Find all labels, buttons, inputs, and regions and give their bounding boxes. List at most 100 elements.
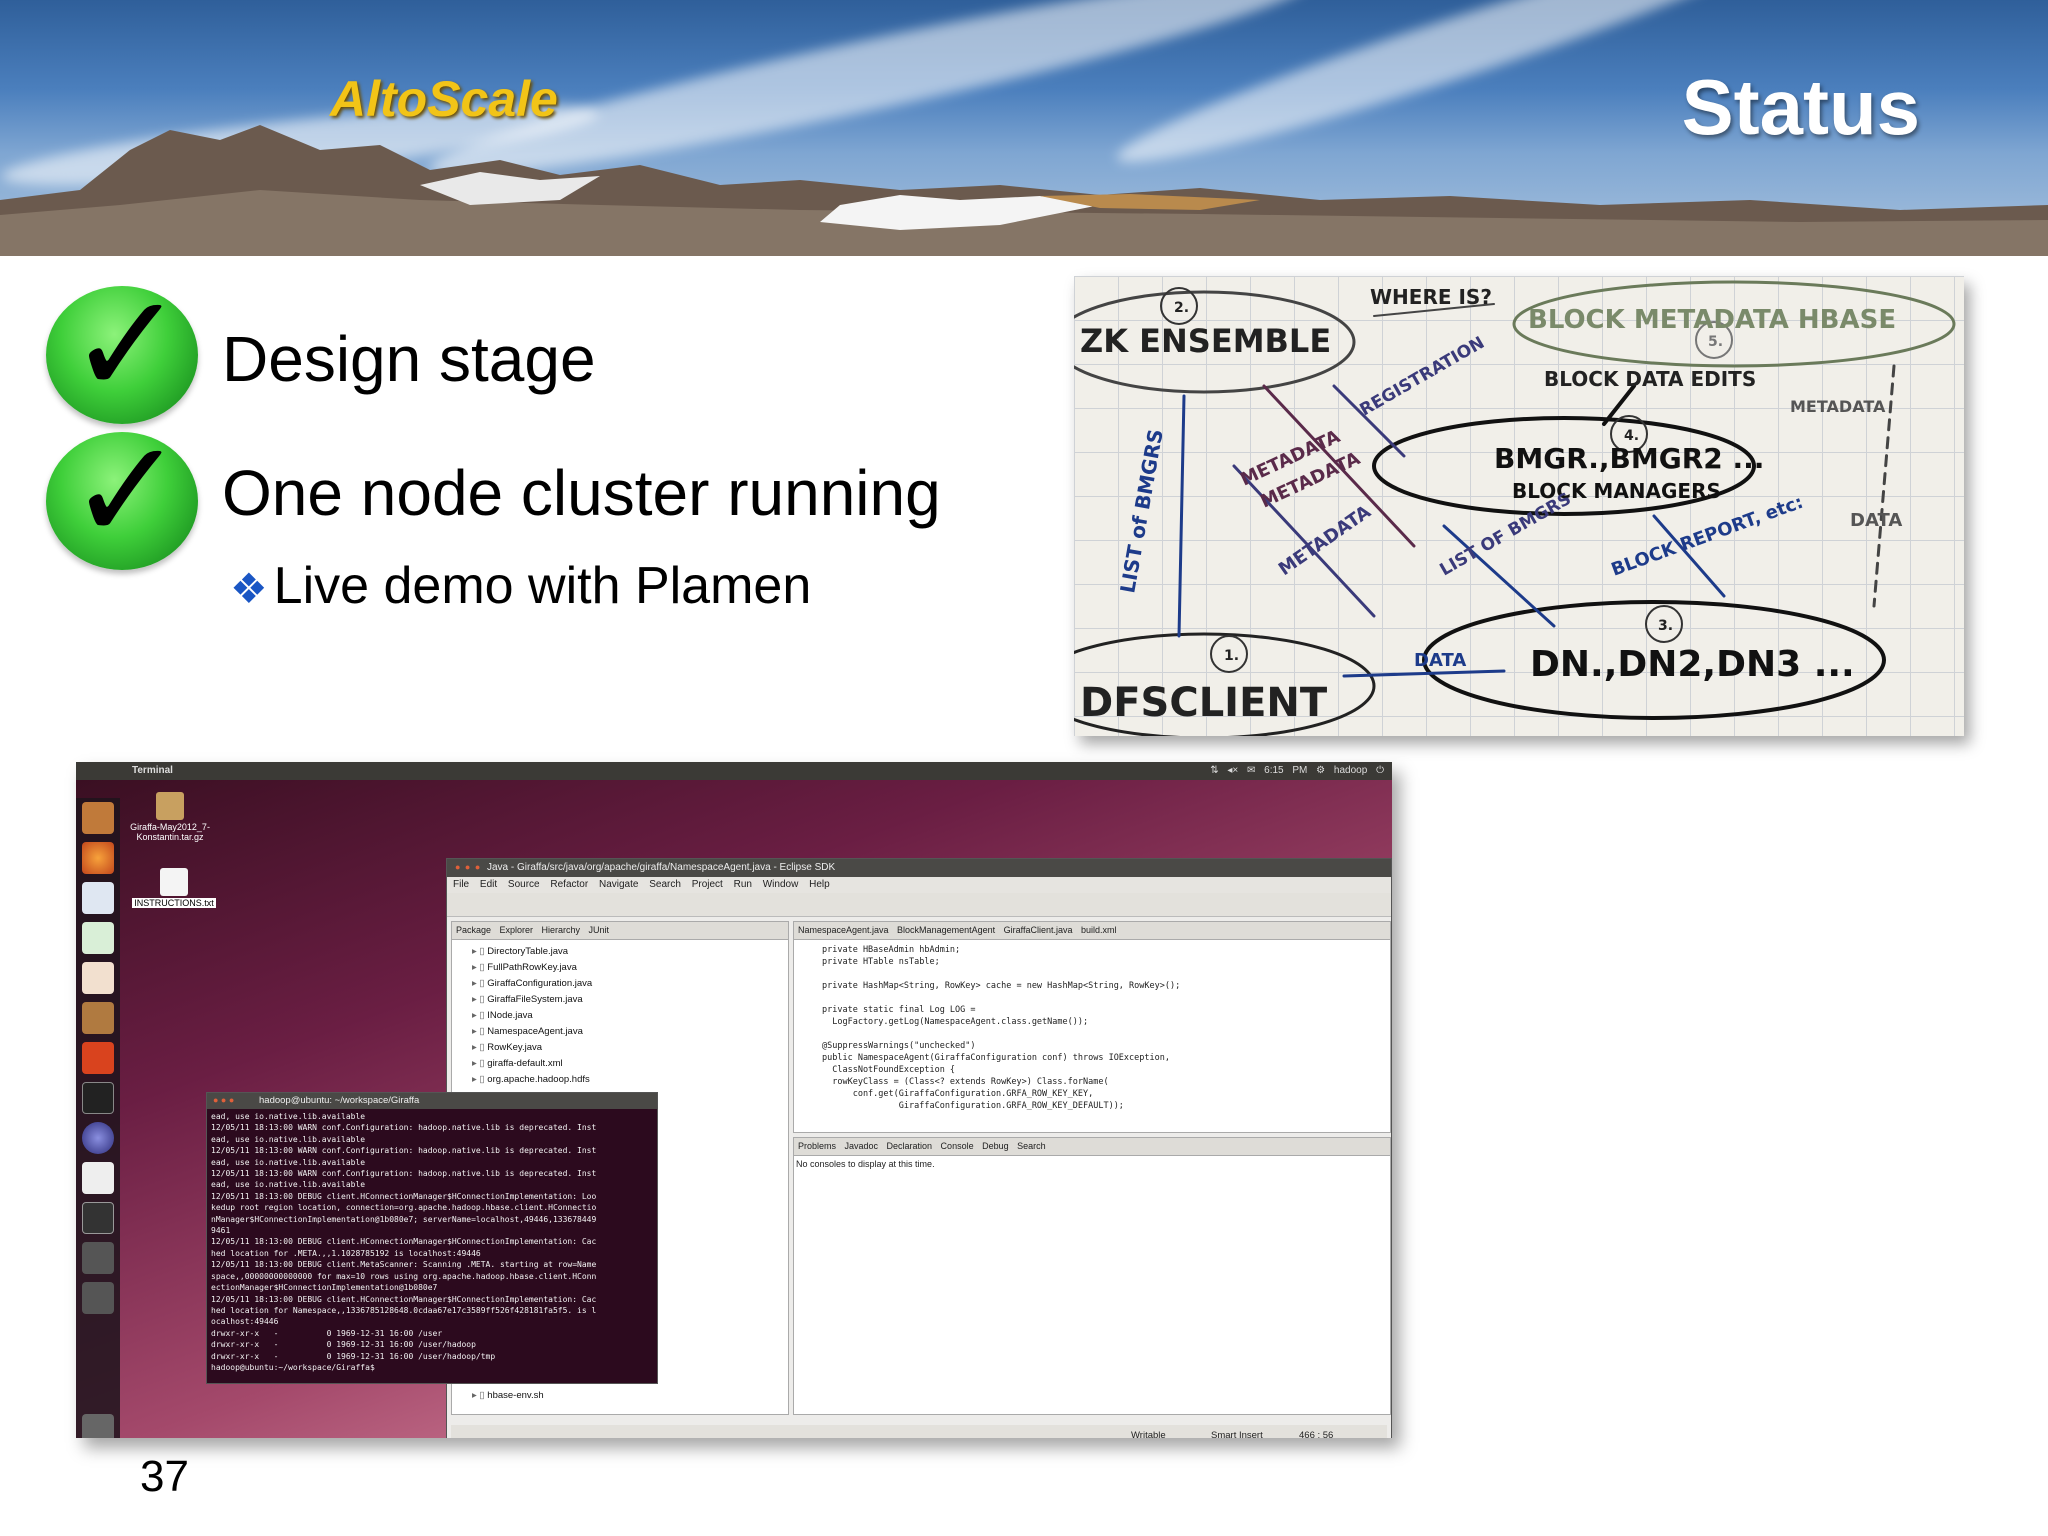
terminal-line: 12/05/11 18:13:00 DEBUG client.HConnecti… [211,1294,597,1304]
menu-edit[interactable]: Edit [479,879,498,890]
terminal-line: 9461 [211,1226,231,1236]
sketch-datanodes: DN.,DN2,DN3 ... [1530,644,1855,685]
sketch-n4: 4. [1624,428,1639,444]
sub-bullet-live-demo: ❖Live demo with Plamen [230,557,812,615]
sketch-list-of-bmgrs-2: LIST OF BMGRS [1437,489,1575,580]
tree-item[interactable]: GiraffaConfiguration.java [472,976,788,992]
sketch-block-data-edits: BLOCK DATA EDITS [1544,367,1756,391]
terminal-line: drwxr-xr-x - 0 1969-12-31 16:00 /user/ha… [211,1351,496,1361]
terminal-line: hed location for Namespace,,133678512864… [211,1305,597,1315]
tree-item[interactable]: GiraffaFileSystem.java [472,992,788,1008]
sketch-list-of-bmgrs: LIST of BMGRS [1115,427,1167,595]
package-explorer-tabs[interactable]: Package Explorer Hierarchy JUnit [452,922,788,940]
tree-item[interactable]: RowKey.java [472,1040,788,1056]
menu-navigate[interactable]: Navigate [598,879,639,890]
terminal-line: 12/05/11 18:13:00 WARN conf.Configuratio… [211,1123,597,1133]
mountain-image [0,125,2048,256]
sketch-zk: ZK ENSEMBLE [1080,322,1331,360]
slide-title: Status [1681,63,1920,151]
desktop-file-tarball[interactable]: Giraffa-May2012_7-Konstantin.tar.gz [126,792,214,842]
calc-icon[interactable] [82,922,114,954]
terminal-line: space,,00000000000000 for max=10 rows us… [211,1271,597,1281]
menu-help[interactable]: Help [809,879,830,890]
eclipse-icon[interactable] [82,1122,114,1154]
console-message: No consoles to display at this time. [796,1159,935,1169]
software-center-icon[interactable] [82,1002,114,1034]
terminal-window[interactable]: ● ● ● hadoop@ubuntu: ~/workspace/Giraffa… [206,1092,658,1384]
tree-item[interactable]: FullPathRowKey.java [472,960,788,976]
menu-project[interactable]: Project [691,879,723,890]
sketch-where-is: WHERE IS? [1370,285,1492,309]
terminal-line: ocalhost:49446 [211,1317,279,1327]
editor-tabs[interactable]: NamespaceAgent.java BlockManagementAgent… [794,922,1390,940]
tree-item[interactable]: hbase-env.sh [472,1388,598,1404]
tree-item[interactable]: DirectoryTable.java [472,944,788,960]
ubuntu-one-icon[interactable] [82,1042,114,1074]
terminal-line: kedup root region location, connection=o… [211,1203,597,1213]
checkmark-icon: ✓ [46,276,198,424]
dash-search-icon[interactable] [82,1282,114,1314]
menu-source[interactable]: Source [507,879,540,890]
terminal-line: hed location for .META.,,1.1028785192 is… [211,1248,481,1258]
terminal-line: drwxr-xr-x - 0 1969-12-31 16:00 /user [211,1328,443,1338]
firefox-icon[interactable] [82,842,114,874]
desktop-file-instructions[interactable]: INSTRUCTIONS.txt [132,868,216,908]
window-controls-icon[interactable]: ● ● ● [213,1095,235,1105]
package-tree: DirectoryTable.java FullPathRowKey.java … [452,940,788,1088]
tree-item[interactable]: NamespaceAgent.java [472,1024,788,1040]
trash-icon[interactable] [82,1414,114,1438]
home-folder-icon[interactable] [82,802,114,834]
code-editor[interactable]: NamespaceAgent.java BlockManagementAgent… [793,921,1391,1133]
sketch-n2: 2. [1174,300,1189,316]
sketch-registration: REGISTRATION [1357,333,1489,421]
sketch-block-report: BLOCK REPORT, etc: [1609,492,1806,581]
architecture-sketch-photo: WHERE IS? 2. ZK ENSEMBLE BLOCK METADATA … [1074,276,1964,736]
desktop-screenshot: Terminal ⇅ ◂× ✉ 6:15 PM ⚙ hadoop ⏻ [76,762,1392,1438]
sketch-metadata-right: METADATA [1790,397,1886,416]
company-logo: AltoScale [330,71,558,127]
page-number: 37 [140,1452,189,1501]
menu-refactor[interactable]: Refactor [550,879,589,890]
header-banner: AltoScale Status [0,0,2048,256]
menu-window[interactable]: Window [762,879,799,890]
sketch-n5: 5. [1708,334,1723,350]
terminal-icon[interactable] [82,1082,114,1114]
terminal-line: 12/05/11 18:13:00 WARN conf.Configuratio… [211,1146,597,1156]
status-insert-mode: Smart Insert [1211,1430,1263,1438]
console-tabs[interactable]: Problems Javadoc Declaration Console Deb… [794,1138,1390,1156]
terminal-titlebar: ● ● ● hadoop@ubuntu: ~/workspace/Giraffa [207,1093,657,1109]
text-editor-icon[interactable] [82,1162,114,1194]
sketch-dfsclient: DFSCLIENT [1080,680,1328,726]
menu-search[interactable]: Search [649,879,681,890]
window-controls-icon[interactable]: ● ● ● [455,862,482,872]
bullet-one-node-cluster: One node cluster running [222,457,941,529]
terminal-line: ectionManager$HConnectionImplementation@… [211,1283,438,1293]
impress-icon[interactable] [82,962,114,994]
workspace-switcher-icon[interactable] [82,1242,114,1274]
status-writable: Writable [1131,1430,1166,1438]
console-panel[interactable]: Problems Javadoc Declaration Console Deb… [793,1137,1391,1415]
bullet-design-stage: Design stage [222,323,596,395]
eclipse-menubar: File Edit Source Refactor Navigate Searc… [447,877,1391,893]
tree-item[interactable]: INode.java [472,1008,788,1024]
writer-icon[interactable] [82,882,114,914]
unity-launcher [76,798,120,1438]
sketch-metadata-3: METADATA [1275,501,1375,580]
system-monitor-icon[interactable] [82,1202,114,1234]
sketch-n1: 1. [1224,648,1239,664]
code-lines: private HBaseAdmin hbAdmin;private HTabl… [822,945,1181,1111]
sketch-data-right: DATA [1850,510,1902,531]
terminal-line: ead, use io.native.lib.available [211,1157,366,1167]
tree-item[interactable]: giraffa-default.xml [472,1056,788,1072]
terminal-line: ead, use io.native.lib.available [211,1112,366,1121]
terminal-line: drwxr-xr-x - 0 1969-12-31 16:00 /user/ha… [211,1340,476,1350]
status-cursor-position: 466 : 56 [1299,1430,1334,1438]
tree-item[interactable]: org.apache.hadoop.hdfs [472,1072,788,1088]
eclipse-toolbar[interactable] [447,893,1391,917]
sketch-block-metadata: BLOCK METADATA HBASE [1528,305,1896,335]
eclipse-statusbar: Writable Smart Insert 466 : 56 [451,1425,1387,1438]
menu-file[interactable]: File [453,879,470,890]
menu-run[interactable]: Run [733,879,752,890]
